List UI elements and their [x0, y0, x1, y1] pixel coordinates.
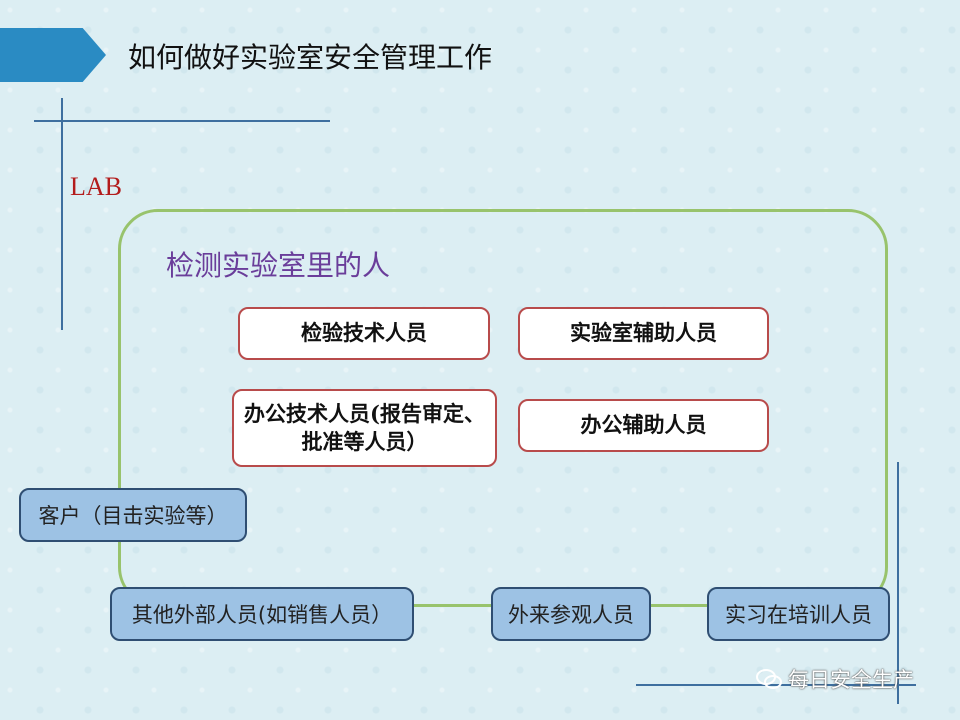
role-office-technical: 办公技术人员(报告审定、批准等人员） [232, 389, 497, 467]
role-testing-technician: 检验技术人员 [238, 307, 490, 360]
role-intern: 实习在培训人员 [707, 587, 890, 641]
role-office-assistant: 办公辅助人员 [518, 399, 769, 452]
title-arrow-icon [0, 28, 106, 82]
decor-line-right [897, 462, 899, 704]
role-client: 客户（目击实验等） [19, 488, 247, 542]
decor-line-top [34, 120, 330, 122]
role-external-staff: 其他外部人员(如销售人员） [110, 587, 414, 641]
role-lab-assistant: 实验室辅助人员 [518, 307, 769, 360]
lab-label: LAB [70, 172, 122, 201]
slide-title: 如何做好实验室安全管理工作 [128, 41, 493, 74]
watermark: 每日安全生产 [756, 664, 914, 694]
decor-line-left [61, 98, 63, 330]
watermark-text: 每日安全生产 [788, 668, 914, 692]
role-visitor: 外来参观人员 [491, 587, 651, 641]
group-title: 检测实验室里的人 [166, 249, 391, 282]
wechat-icon [756, 669, 782, 689]
decor-line-bottom [636, 684, 916, 686]
